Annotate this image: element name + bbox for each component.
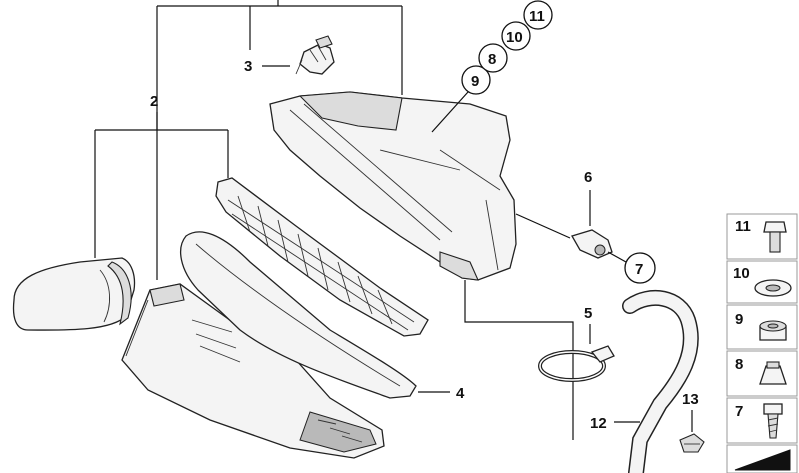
upper-airbox	[269, 91, 517, 281]
filter-element	[180, 231, 417, 399]
legend-label-11: 11	[735, 218, 751, 235]
legend-label-7: 7	[735, 403, 743, 420]
callout-10: 10	[506, 29, 523, 46]
callout-6: 6	[584, 169, 592, 186]
callout-4: 4	[456, 385, 465, 402]
callout-13: 13	[682, 391, 699, 408]
connector-part	[571, 229, 613, 259]
group-brace-top	[156, 0, 403, 280]
leader-7	[607, 251, 627, 263]
screw-icon	[763, 403, 783, 439]
callout-12: 12	[590, 415, 607, 432]
leader-airbox-5	[464, 280, 574, 440]
bolt-icon	[763, 221, 787, 253]
legend-label-10: 10	[733, 265, 750, 282]
callout-8: 8	[488, 51, 496, 68]
hose-clamp	[538, 345, 615, 382]
badge-7: 7	[624, 252, 656, 284]
hose-pipe	[622, 290, 699, 473]
clip-part	[295, 35, 335, 75]
legend-cell-7	[726, 397, 798, 444]
callout-9: 9	[471, 73, 479, 90]
washer-icon	[754, 279, 792, 297]
filter-frame	[215, 177, 429, 337]
small-clamp	[679, 433, 705, 453]
badge-11: 11	[523, 0, 553, 30]
callout-3: 3	[244, 58, 252, 75]
intake-duct	[12, 257, 136, 331]
nut-clip-icon	[759, 361, 787, 385]
grommet-icon	[759, 320, 787, 341]
ramp-icon	[734, 449, 791, 471]
legend-label-9: 9	[735, 311, 743, 328]
legend-cell-8	[726, 350, 798, 397]
legend-label-8: 8	[735, 356, 743, 373]
leader-airbox-6	[515, 213, 571, 239]
badge-9: 9	[461, 65, 491, 95]
badge-10: 10	[501, 21, 531, 51]
callout-11: 11	[529, 8, 545, 25]
leader-9	[431, 91, 469, 133]
callout-7: 7	[635, 261, 643, 278]
callout-5: 5	[584, 305, 592, 322]
hardware-legend: 11 10 9 8 7	[726, 213, 798, 473]
badge-8: 8	[478, 43, 508, 73]
legend-cell-11	[726, 213, 798, 260]
group-brace-2	[94, 112, 229, 258]
callout-2: 2	[150, 93, 158, 110]
